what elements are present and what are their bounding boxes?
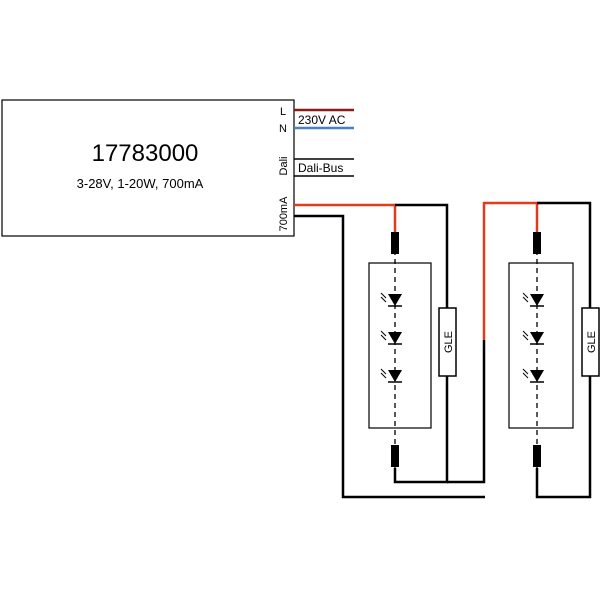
gle1-top-wire [395,203,449,310]
bus-label: Dali-Bus [298,161,343,175]
driver-model: 17783000 [92,140,199,167]
terminal-n-label: N [279,123,287,135]
module2-connector-top [533,232,541,254]
driver-box [1,99,295,237]
output-positive-wire [294,203,397,232]
module1-frame [368,262,432,429]
led-icon [522,330,544,345]
terminal-l-label: L [280,106,286,118]
led-icon [380,368,402,383]
module2-bottom-wire [535,375,592,499]
output-negative-wire [294,214,485,499]
terminal-dali-label: Dali [278,157,290,176]
led-icon [522,292,544,307]
gle-component-2 [581,307,600,377]
led-icon [380,292,402,307]
module2-connector-bottom [533,445,541,467]
gle-label-2: GLE [586,331,598,353]
module2-frame [508,262,574,429]
terminal-output-label: 700mA [278,196,290,232]
gle-label-1: GLE [443,331,455,353]
module1-connector-bottom [391,445,399,467]
led-module-1: GLE [368,232,457,468]
mains-label: 230V AC [298,113,346,127]
module1-connector-top [391,232,399,254]
module-link-positive [482,201,540,340]
led-icon [522,368,544,383]
driver-specs: 3-28V, 1-20W, 700mA [77,176,204,191]
led-icon [380,330,402,345]
gle-component-1 [438,307,457,377]
gle2-top-wire [537,201,592,310]
led-module-2: GLE [508,232,600,468]
module1-bottom-wire [393,375,449,484]
module-link-wire [447,340,486,484]
